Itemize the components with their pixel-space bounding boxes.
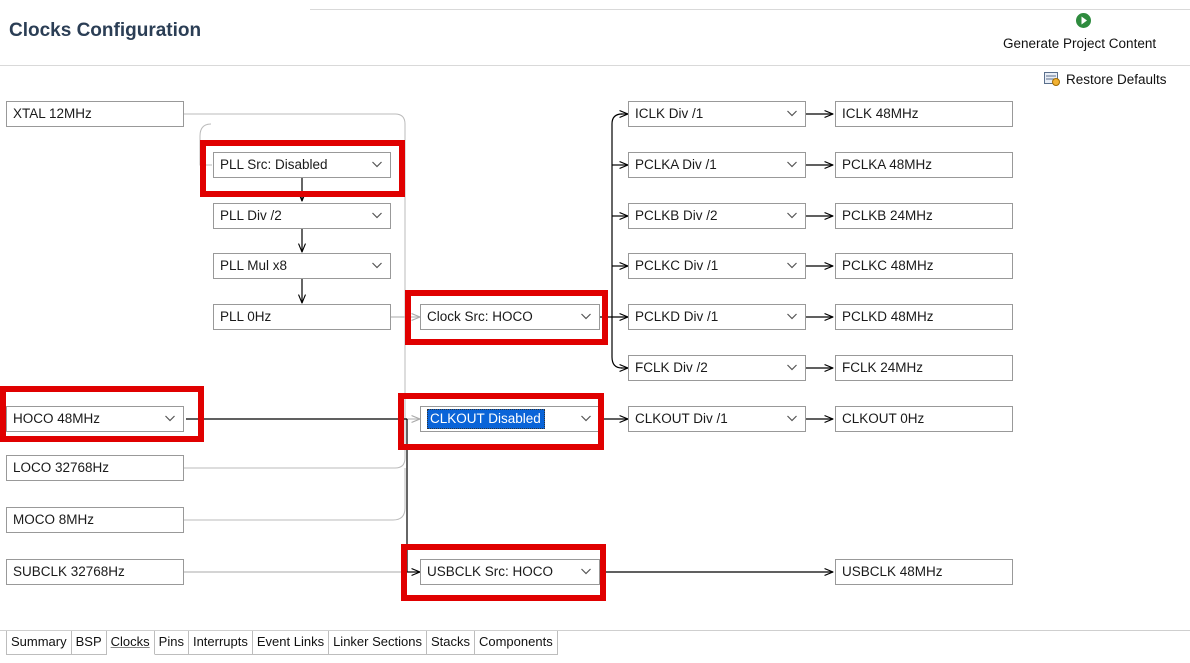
clock-src-dropdown[interactable]: Clock Src: HOCO <box>420 304 600 330</box>
loco-source: LOCO 32768Hz <box>6 455 184 481</box>
generate-project-content-button[interactable]: Generate Project Content <box>1003 36 1157 51</box>
clkout-div-dropdown[interactable]: CLKOUT Div /1 <box>628 406 806 432</box>
tab-interrupts[interactable]: Interrupts <box>188 631 253 655</box>
chevron-down-icon <box>372 262 382 269</box>
restore-defaults-label: Restore Defaults <box>1066 71 1167 87</box>
usbclk-src-value: USBCLK Src: HOCO <box>427 564 554 579</box>
pclkc-div-dropdown[interactable]: PCLKC Div /1 <box>628 253 806 279</box>
iclk-div-dropdown[interactable]: ICLK Div /1 <box>628 101 806 127</box>
clkout-src-dropdown[interactable]: CLKOUT Disabled <box>420 406 600 432</box>
header-divider <box>310 9 1190 10</box>
chevron-down-icon <box>372 212 382 219</box>
editor-tab-bar: Summary BSP Clocks Pins Interrupts Event… <box>0 630 1190 663</box>
tab-clocks[interactable]: Clocks <box>106 631 155 655</box>
chevron-down-icon <box>581 568 591 575</box>
highlight-clock-src <box>405 290 608 345</box>
highlight-clkout <box>398 393 604 450</box>
pll-src-dropdown[interactable]: PLL Src: Disabled <box>213 152 391 178</box>
highlight-usbclk-src <box>401 544 606 601</box>
editor-header: Clocks Configuration Generate Project Co… <box>0 0 1190 66</box>
subclk-source: SUBCLK 32768Hz <box>6 559 184 585</box>
pll-output: PLL 0Hz <box>213 304 391 330</box>
tab-bsp[interactable]: BSP <box>71 631 107 655</box>
pclkb-output: PCLKB 24MHz <box>835 203 1013 229</box>
pll-div-value: PLL Div /2 <box>220 208 282 223</box>
tab-pins[interactable]: Pins <box>154 631 189 655</box>
tab-components[interactable]: Components <box>474 631 558 655</box>
header-separator <box>0 65 1190 66</box>
pclkd-output: PCLKD 48MHz <box>835 304 1013 330</box>
pclkd-div-dropdown[interactable]: PCLKD Div /1 <box>628 304 806 330</box>
pclka-div-value: PCLKA Div /1 <box>635 157 717 172</box>
tab-event-links[interactable]: Event Links <box>252 631 330 655</box>
play-circle-icon[interactable] <box>1076 13 1091 28</box>
chevron-down-icon <box>787 262 797 269</box>
highlight-pll-src <box>200 140 405 197</box>
clkout-output: CLKOUT 0Hz <box>835 406 1013 432</box>
chevron-down-icon <box>581 415 591 422</box>
fclk-div-dropdown[interactable]: FCLK Div /2 <box>628 355 806 381</box>
moco-source: MOCO 8MHz <box>6 507 184 533</box>
pclka-output: PCLKA 48MHz <box>835 152 1013 178</box>
chevron-down-icon <box>787 212 797 219</box>
page-title: Clocks Configuration <box>9 20 202 41</box>
pll-src-value: PLL Src: Disabled <box>220 157 328 172</box>
tab-linker-sections[interactable]: Linker Sections <box>329 631 427 655</box>
restore-defaults-icon <box>1044 72 1060 86</box>
chevron-down-icon <box>372 161 382 168</box>
pclkc-div-value: PCLKC Div /1 <box>635 258 719 273</box>
pll-mul-value: PLL Mul x8 <box>220 258 288 273</box>
xtal-source: XTAL 12MHz <box>6 101 184 127</box>
pclkb-div-value: PCLKB Div /2 <box>635 208 718 223</box>
clkout-div-value: CLKOUT Div /1 <box>635 411 728 426</box>
chevron-down-icon <box>787 110 797 117</box>
iclk-div-value: ICLK Div /1 <box>635 106 704 121</box>
chevron-down-icon <box>787 161 797 168</box>
chevron-down-icon <box>787 364 797 371</box>
clkout-src-value: CLKOUT Disabled <box>427 409 545 429</box>
hoco-source-value: HOCO 48MHz <box>13 411 101 426</box>
pclkb-div-dropdown[interactable]: PCLKB Div /2 <box>628 203 806 229</box>
chevron-down-icon <box>787 313 797 320</box>
iclk-output: ICLK 48MHz <box>835 101 1013 127</box>
tab-stacks[interactable]: Stacks <box>426 631 475 655</box>
tab-row: Summary BSP Clocks Pins Interrupts Event… <box>6 631 558 655</box>
chevron-down-icon <box>581 313 591 320</box>
highlight-hoco <box>0 386 204 442</box>
chevron-down-icon <box>165 415 175 422</box>
pclka-div-dropdown[interactable]: PCLKA Div /1 <box>628 152 806 178</box>
pclkc-output: PCLKC 48MHz <box>835 253 1013 279</box>
pll-div-dropdown[interactable]: PLL Div /2 <box>213 203 391 229</box>
clock-src-value: Clock Src: HOCO <box>427 309 533 324</box>
fclk-div-value: FCLK Div /2 <box>635 360 708 375</box>
usbclk-output: USBCLK 48MHz <box>835 559 1013 585</box>
chevron-down-icon <box>787 415 797 422</box>
fclk-output: FCLK 24MHz <box>835 355 1013 381</box>
hoco-source-dropdown[interactable]: HOCO 48MHz <box>6 406 184 432</box>
usbclk-src-dropdown[interactable]: USBCLK Src: HOCO <box>420 559 600 585</box>
pclkd-div-value: PCLKD Div /1 <box>635 309 719 324</box>
tab-summary[interactable]: Summary <box>6 631 72 655</box>
pll-mul-dropdown[interactable]: PLL Mul x8 <box>213 253 391 279</box>
restore-defaults-button[interactable]: Restore Defaults <box>1044 70 1167 88</box>
